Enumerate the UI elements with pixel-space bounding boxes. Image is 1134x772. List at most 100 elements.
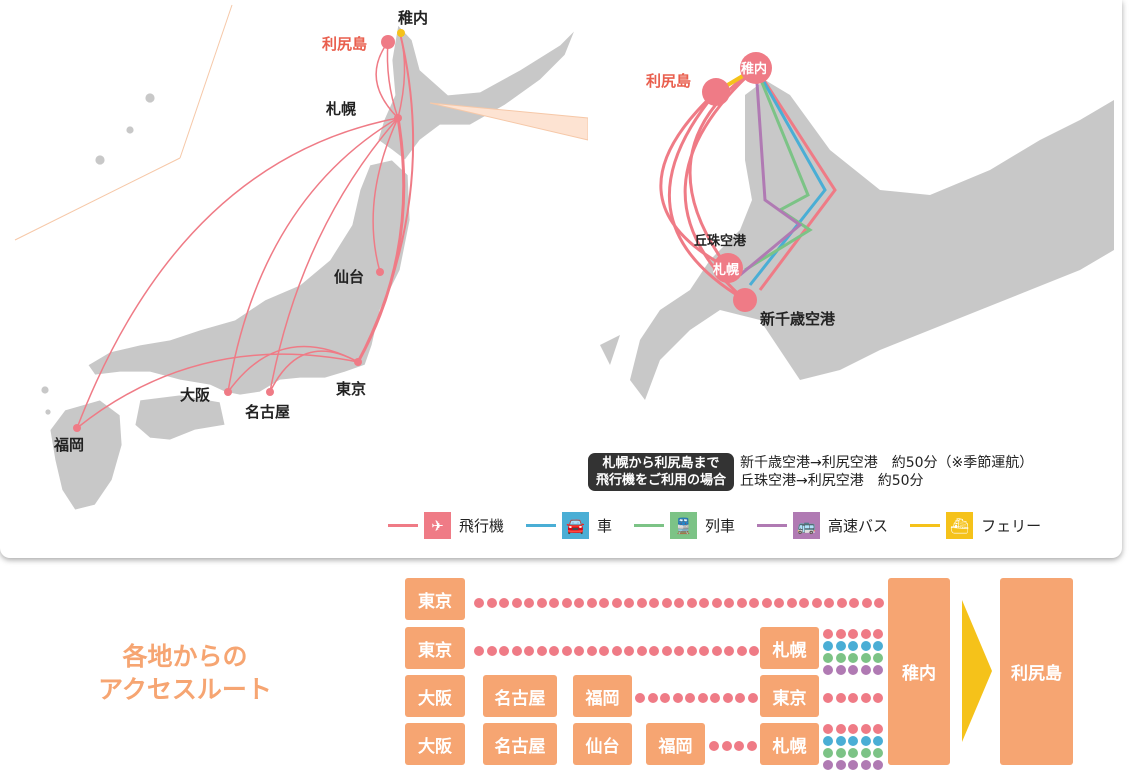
- route-dot: [861, 598, 872, 608]
- inset-label-shinchitose: 新千歳空港: [760, 310, 836, 328]
- dots-multi: [823, 629, 883, 675]
- route-box[interactable]: 東京: [405, 627, 465, 669]
- route-dot: [722, 693, 733, 703]
- route-dot: [836, 598, 847, 608]
- route-dot: [661, 646, 672, 656]
- route-dot: [824, 598, 834, 608]
- route-dot-plane: [848, 629, 858, 639]
- route-dot: [736, 598, 747, 608]
- route-dot-car: [848, 641, 858, 651]
- legend-label: フェリー: [981, 517, 1042, 535]
- dots-plane: [474, 646, 759, 656]
- route-box[interactable]: 仙台: [573, 723, 632, 765]
- dots-plane: [635, 693, 758, 703]
- route-dot: [774, 598, 784, 608]
- dots-multi: [823, 724, 883, 770]
- route-dot-car: [873, 736, 883, 746]
- fukuoka-marker[interactable]: [73, 424, 81, 432]
- route-dot-bus: [873, 665, 883, 675]
- route-dot: [486, 646, 497, 656]
- route-dot: [734, 741, 744, 751]
- label-sendai: 仙台: [334, 268, 364, 286]
- note-badge: 札幌から利尻島まで 飛行機をご利用の場合: [588, 453, 735, 491]
- legend-line: [634, 524, 665, 527]
- japan-land: [40, 24, 576, 511]
- dots-plane: [823, 693, 883, 703]
- inset-wakkanai-marker[interactable]: [740, 52, 772, 84]
- tokyo-marker[interactable]: [354, 358, 362, 366]
- sapporo-marker[interactable]: [394, 114, 402, 122]
- route-box[interactable]: 札幌: [760, 627, 819, 669]
- routes-title: 各地からの アクセスルート: [60, 640, 310, 706]
- legend-line: [910, 524, 941, 527]
- route-dot-plane: [848, 724, 858, 734]
- route-dot: [561, 646, 572, 656]
- route-dot: [586, 646, 597, 656]
- destination-box-rishiri[interactable]: 利尻島: [1000, 578, 1073, 765]
- route-box[interactable]: 東京: [760, 675, 819, 717]
- route-dot-car: [823, 641, 833, 651]
- route-dot-bus: [860, 760, 871, 770]
- train-icon: 🚆: [670, 512, 698, 539]
- route-dot: [811, 598, 822, 608]
- label-tokyo: 東京: [336, 380, 366, 398]
- route-box[interactable]: 大阪: [405, 723, 465, 765]
- route-box[interactable]: 福岡: [573, 675, 632, 717]
- title-line-2: アクセスルート: [98, 675, 272, 704]
- rishiri-marker[interactable]: [381, 35, 395, 49]
- inset-sapporo-marker[interactable]: [713, 253, 743, 283]
- route-dot: [736, 646, 747, 656]
- route-box[interactable]: 東京: [405, 578, 465, 620]
- route-dot: [536, 598, 547, 608]
- route-dot: [511, 646, 522, 656]
- nagoya-marker[interactable]: [266, 388, 274, 396]
- inset-shinchitose-marker[interactable]: [733, 288, 757, 312]
- route-box[interactable]: 大阪: [405, 675, 465, 717]
- label-nagoya: 名古屋: [245, 403, 290, 421]
- route-dot: [624, 598, 634, 608]
- wakkanai-marker[interactable]: [397, 29, 405, 37]
- route-dot: [636, 646, 647, 656]
- route-dot-train: [835, 748, 846, 758]
- route-box[interactable]: 福岡: [646, 723, 705, 765]
- route-dot: [649, 646, 659, 656]
- title-line-1: 各地からの: [122, 642, 248, 671]
- route-box[interactable]: 札幌: [760, 723, 819, 765]
- hub-box-wakkanai[interactable]: 稚内: [888, 578, 950, 765]
- map-svg: 稚内 利尻島 札幌 仙台 東京 名古屋 大阪 福岡 稚内 利尻島 札幌 丘珠空港…: [14, 4, 1114, 511]
- legend-line: [526, 524, 557, 527]
- route-dot-bus: [873, 760, 883, 770]
- route-dot: [647, 693, 658, 703]
- inset-rishiri-marker[interactable]: [702, 78, 730, 106]
- legend-label: 車: [597, 517, 613, 535]
- dots-plane: [709, 741, 757, 751]
- route-dot: [611, 646, 622, 656]
- route-dot-train: [823, 748, 833, 758]
- route-dot-bus: [835, 665, 846, 675]
- route-dot: [873, 693, 883, 703]
- route-dot-plane: [823, 629, 833, 639]
- route-dot: [524, 598, 534, 608]
- route-dot: [499, 598, 509, 608]
- route-dot: [749, 598, 759, 608]
- route-dot: [710, 693, 720, 703]
- route-dot: [674, 646, 684, 656]
- car-icon: 🚘: [562, 512, 590, 539]
- flight-arcs: [76, 32, 415, 429]
- route-dot: [699, 598, 709, 608]
- route-dot: [724, 598, 734, 608]
- route-dot-train: [848, 748, 858, 758]
- route-dot-plane: [860, 629, 871, 639]
- route-dot: [549, 598, 559, 608]
- route-box[interactable]: 名古屋: [483, 675, 557, 717]
- route-dot: [536, 646, 547, 656]
- route-dot: [746, 741, 757, 751]
- osaka-marker[interactable]: [224, 388, 232, 396]
- route-dot: [511, 598, 522, 608]
- route-dot-train: [823, 653, 833, 663]
- route-dot: [835, 693, 846, 703]
- route-box[interactable]: 名古屋: [483, 723, 557, 765]
- route-dot: [721, 741, 732, 751]
- route-dot: [749, 646, 759, 656]
- sendai-marker[interactable]: [376, 268, 384, 276]
